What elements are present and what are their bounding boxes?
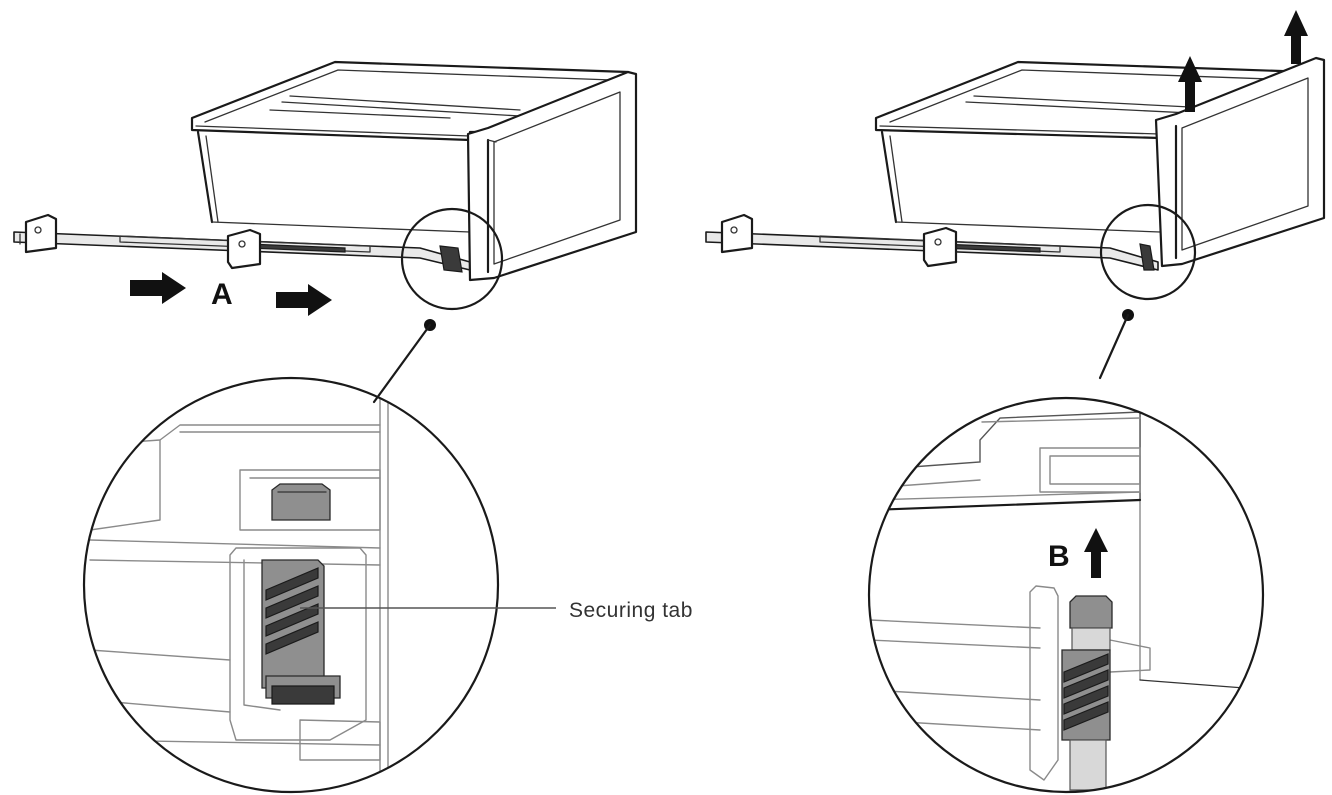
left-direction-arrows	[130, 272, 332, 316]
securing-tab-label: Securing tab	[569, 599, 693, 622]
securing-tab-raised	[1061, 595, 1113, 791]
left-drawer-box	[190, 60, 638, 282]
right-magnified-detail: B	[867, 396, 1265, 794]
step-label-b: B	[1048, 540, 1070, 573]
left-slide-rail	[13, 213, 471, 273]
right-drawer-assembly	[705, 10, 1326, 380]
arrow-up-icon	[1284, 10, 1308, 64]
upper-clip	[271, 483, 331, 521]
securing-tab-callout: Securing tab	[300, 599, 693, 622]
left-drawer-assembly: A	[13, 60, 638, 404]
left-detail-marker-circle	[400, 207, 504, 311]
right-lift-arrows	[1178, 10, 1308, 112]
rail-bracket-middle	[922, 226, 958, 268]
left-magnifier-circle	[82, 376, 500, 794]
arrow-right-icon	[276, 284, 332, 316]
arrow-right-icon	[130, 272, 186, 304]
securing-tab	[261, 559, 341, 705]
rail-bracket-middle	[226, 228, 262, 270]
right-magnifier-circle	[867, 396, 1265, 794]
left-magnified-detail	[82, 376, 500, 794]
rail-bracket-front	[24, 213, 58, 254]
step-label-a: A	[211, 278, 233, 311]
arrow-up-icon	[1084, 528, 1108, 578]
left-leader-line	[372, 323, 432, 404]
right-slide-rail	[705, 213, 1159, 271]
arrow-up-icon	[1178, 56, 1202, 112]
right-leader-line	[1098, 313, 1130, 380]
right-detail-marker-circle	[1099, 203, 1197, 301]
rail-bracket-front	[720, 213, 754, 254]
